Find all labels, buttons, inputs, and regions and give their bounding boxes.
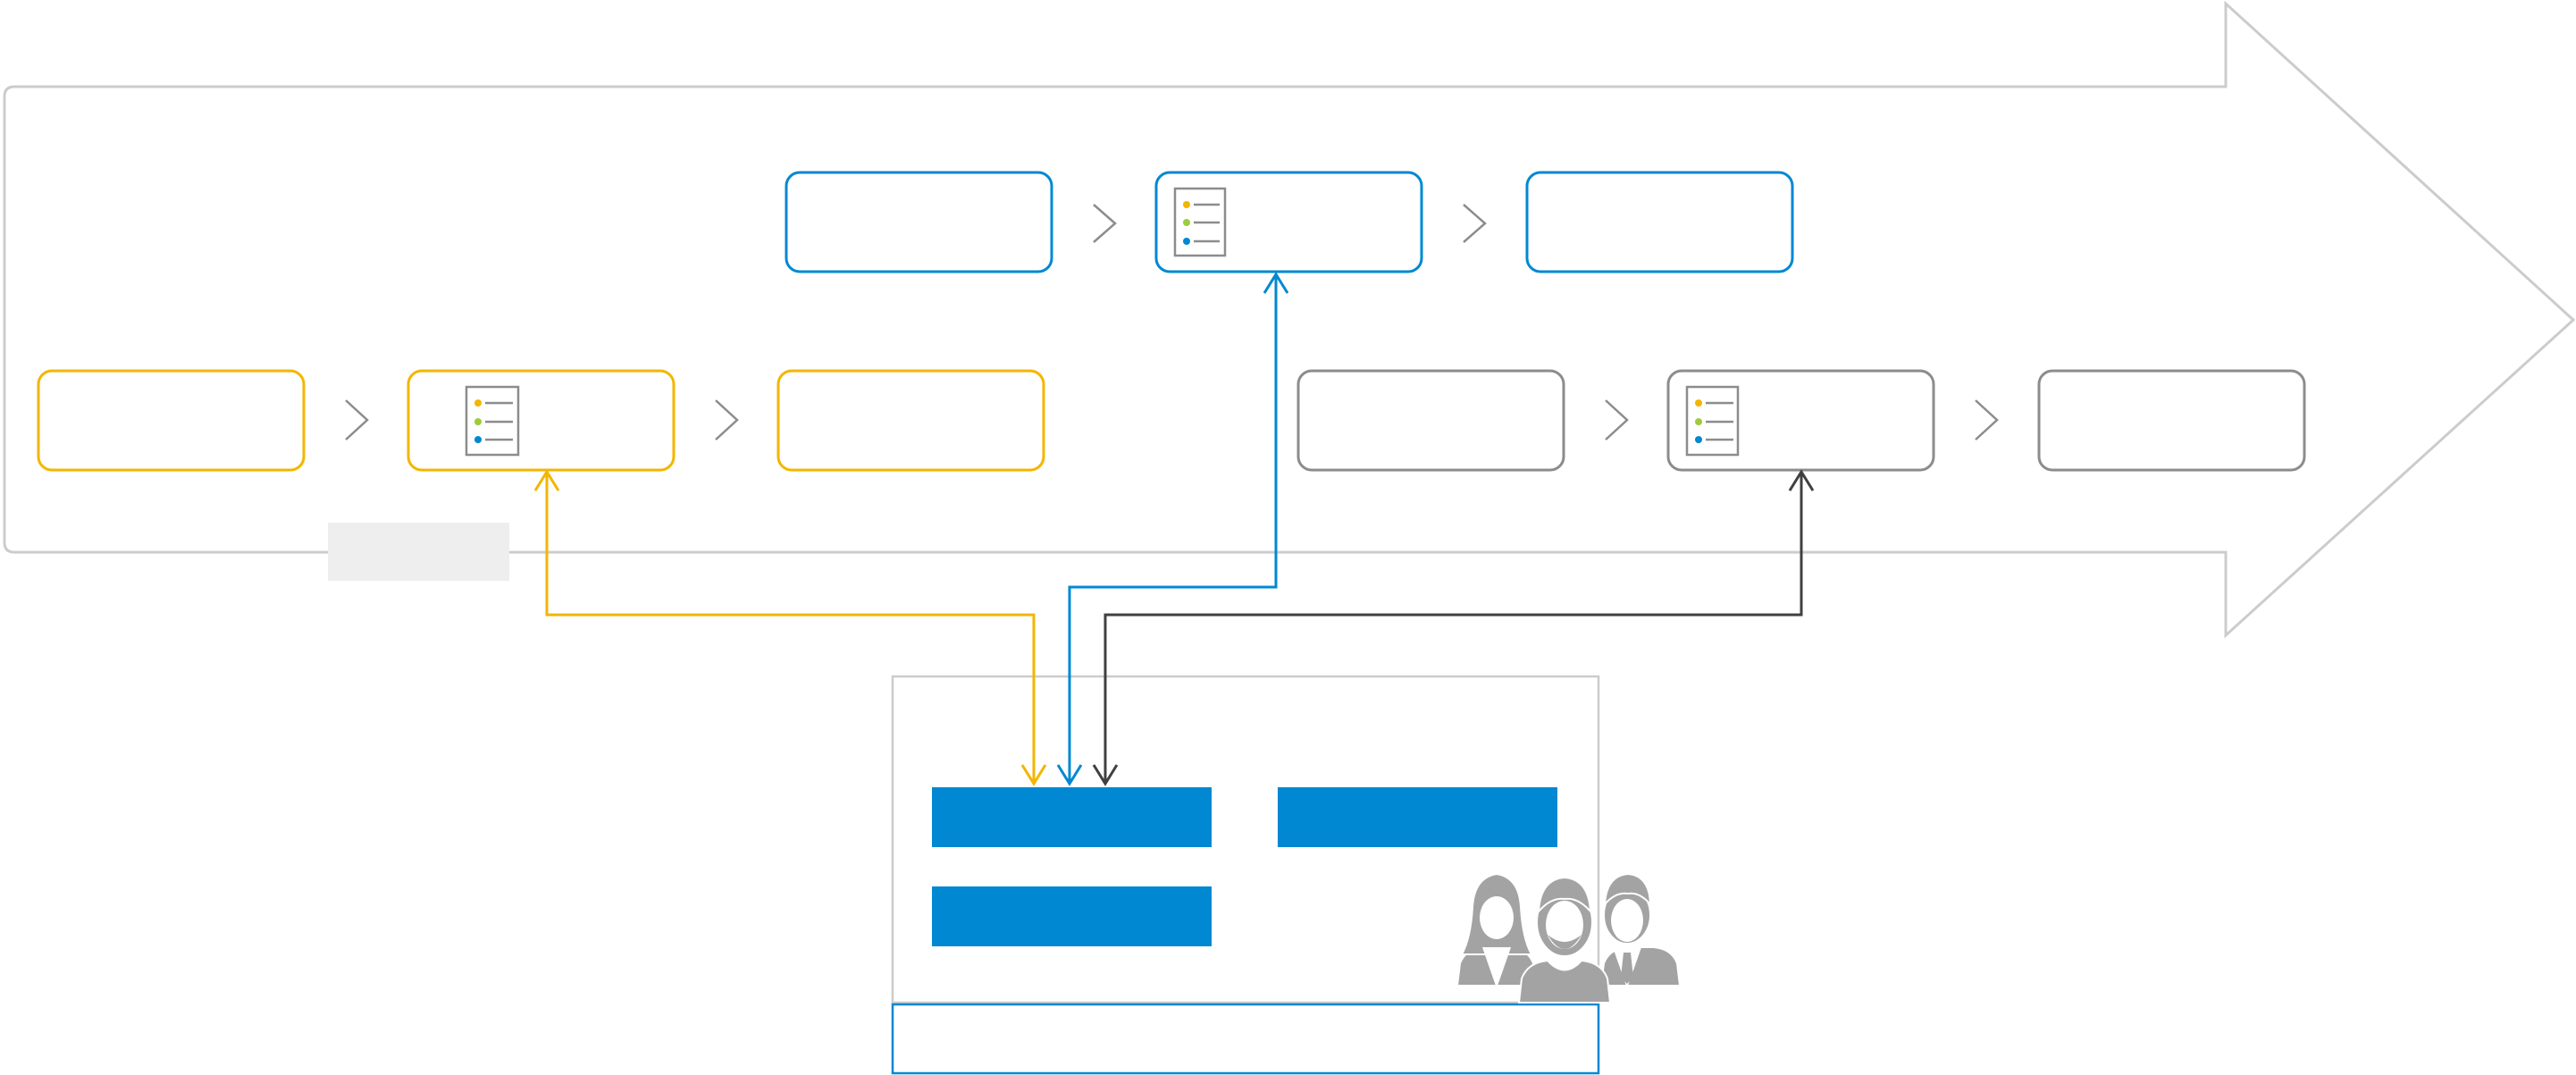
stage-box[interactable]: [1296, 369, 1565, 472]
chevron-right-icon: [1093, 204, 1117, 243]
document-list-icon: [1173, 187, 1227, 257]
connector-dark: [1092, 469, 1815, 786]
connector-yellow: [533, 469, 1047, 786]
hub-tile[interactable]: [932, 787, 1212, 847]
document-list-icon: [1685, 385, 1740, 457]
document-list-icon: [465, 385, 520, 457]
arrow-label-box: [328, 523, 509, 581]
chevron-right-icon: [1463, 204, 1487, 243]
connector-blue: [1056, 272, 1289, 786]
row-bottom-left: [37, 369, 1045, 472]
hub-tile[interactable]: [1278, 787, 1557, 847]
row-bottom-right: [1296, 369, 2306, 472]
hub-tile[interactable]: [932, 886, 1212, 946]
row-top: [785, 171, 1794, 273]
stage-box[interactable]: [2037, 369, 2306, 472]
chevron-right-icon: [715, 399, 739, 441]
stage-box[interactable]: [785, 171, 1053, 273]
chevron-right-icon: [1975, 399, 1999, 441]
stage-box[interactable]: [776, 369, 1045, 472]
team-people-icon: [1456, 872, 1682, 1004]
stage-box[interactable]: [37, 369, 306, 472]
process-arrow: [3, 0, 2576, 639]
hub-container: [891, 675, 1600, 1004]
chevron-right-icon: [345, 399, 369, 441]
hub-footer[interactable]: [891, 1003, 1600, 1075]
stage-box[interactable]: [1525, 171, 1794, 273]
stage-box[interactable]: [407, 369, 675, 472]
hub: [891, 675, 1600, 1075]
chevron-right-icon: [1605, 399, 1629, 441]
